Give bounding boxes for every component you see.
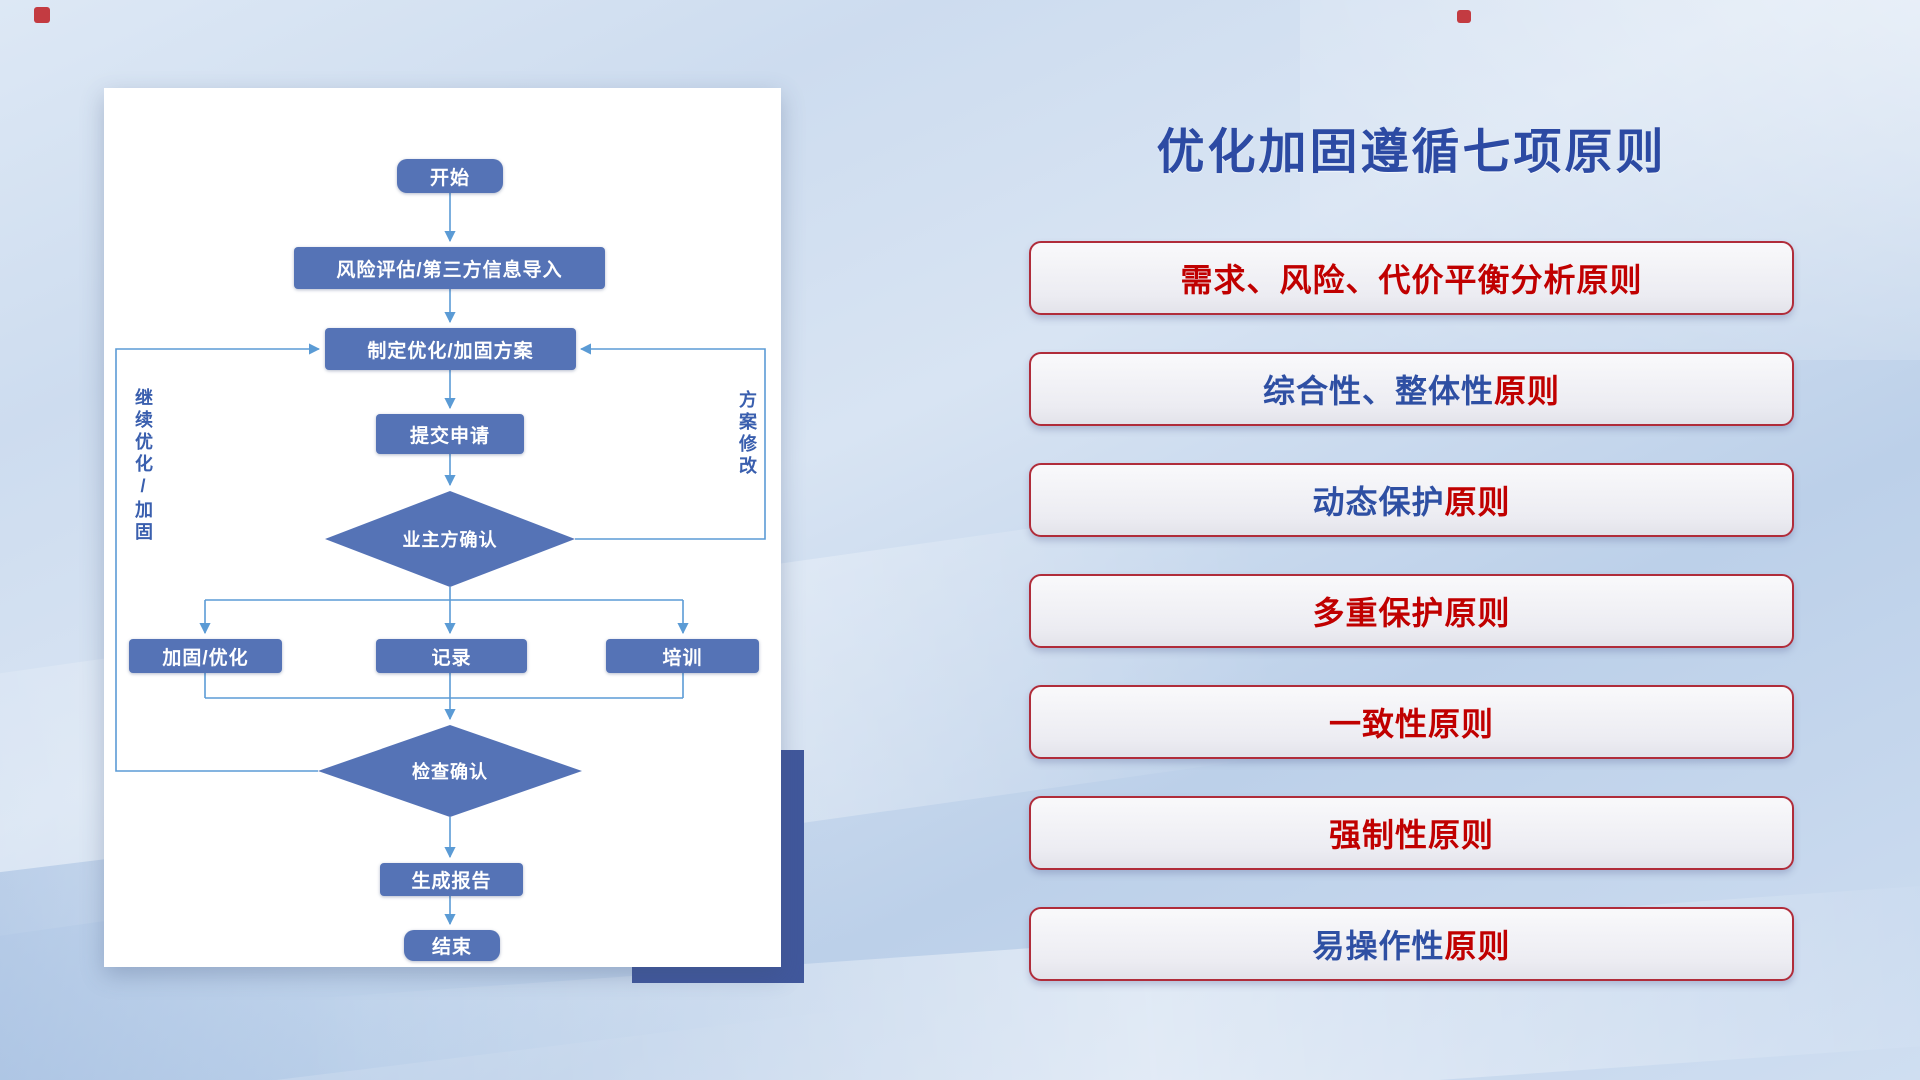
red-corner-mark-right (1457, 10, 1471, 23)
principle-text: 综合性、整体性 (1262, 373, 1494, 409)
principle-text: 原则 (1444, 484, 1511, 520)
flow-node-report: 生成报告 (380, 863, 523, 896)
flow-node-check-confirm-label: 检查确认 (412, 762, 488, 782)
principle-card: 需求、风险、代价平衡分析原则 (1029, 241, 1794, 315)
principle-text: 原则 (1494, 373, 1561, 409)
principle-text: 多重保护原则 (1312, 595, 1511, 631)
flowchart-panel: 开始 风险评估/第三方信息导入 制定优化/加固方案 提交申请 业主方确认 加固/… (104, 88, 781, 967)
red-corner-mark-left (34, 7, 50, 23)
flow-node-reinforce: 加固/优化 (129, 639, 282, 673)
principle-card: 易操作性原则 (1029, 907, 1794, 981)
principle-card: 多重保护原则 (1029, 574, 1794, 648)
flow-node-record: 记录 (376, 639, 527, 673)
flow-node-owner-confirm-label: 业主方确认 (402, 530, 498, 550)
principle-text: 易操作性 (1312, 928, 1445, 964)
principle-text: 强制性原则 (1328, 817, 1494, 853)
slide-title: 优化加固遵循七项原则 (1156, 126, 1667, 179)
flow-node-submit: 提交申请 (376, 414, 524, 454)
flow-node-check-confirm-diamond (318, 725, 582, 817)
loop-label-continue-optimize: 继续优化/加固 (133, 388, 153, 544)
flowchart-connectors (115, 193, 766, 926)
principle-text: 一致性原则 (1328, 706, 1494, 742)
principle-card: 动态保护原则 (1029, 463, 1794, 537)
principle-text: 动态保护 (1312, 484, 1445, 520)
principle-card: 强制性原则 (1029, 796, 1794, 870)
principle-text: 原则 (1444, 928, 1511, 964)
flow-node-risk-import: 风险评估/第三方信息导入 (294, 247, 605, 289)
flow-node-owner-confirm-diamond (325, 491, 575, 587)
principle-text: 需求、风险、代价平衡分析原则 (1180, 262, 1643, 298)
flow-node-train: 培训 (606, 639, 759, 673)
principle-card: 一致性原则 (1029, 685, 1794, 759)
loop-label-plan-modify: 方案修改 (737, 390, 757, 478)
connector-lines (115, 193, 766, 926)
principle-card: 综合性、整体性原则 (1029, 352, 1794, 426)
principles-list: 需求、风险、代价平衡分析原则综合性、整体性原则动态保护原则多重保护原则一致性原则… (1029, 241, 1794, 981)
flow-node-start: 开始 (397, 159, 503, 193)
flow-node-end: 结束 (404, 930, 500, 961)
flow-node-make-plan: 制定优化/加固方案 (325, 328, 576, 370)
